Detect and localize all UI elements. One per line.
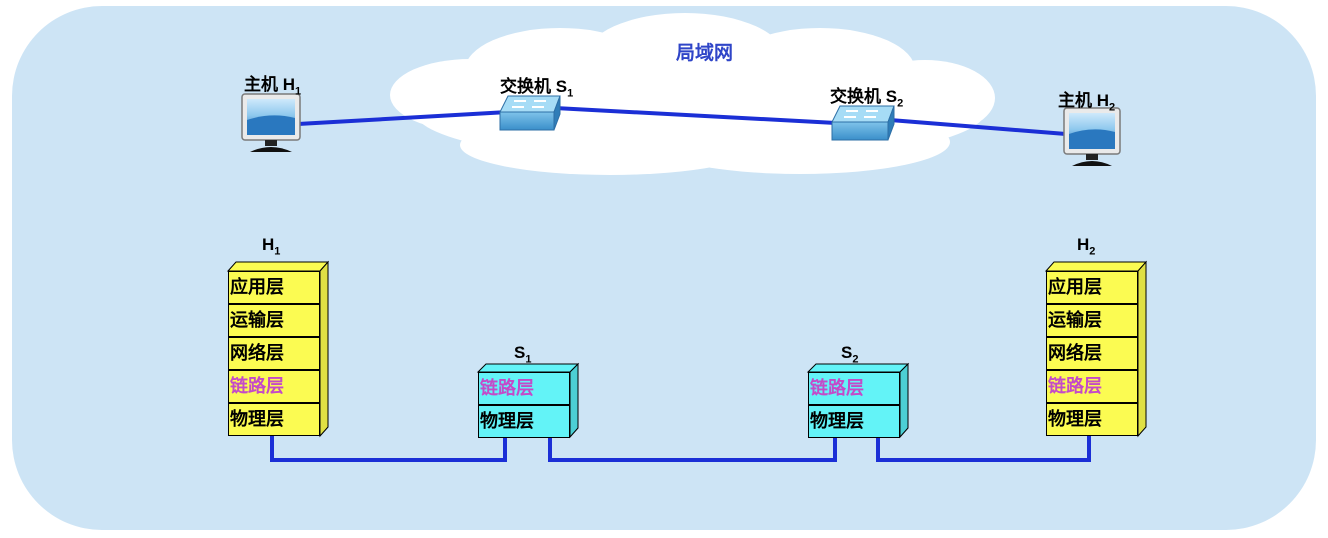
protocol-stack-h1: 应用层 运输层 网络层 链路层 物理层	[228, 271, 320, 436]
computer-h2-icon	[1063, 107, 1121, 166]
layer-link: 链路层	[808, 372, 900, 405]
stack-s2-title: S2	[841, 343, 859, 366]
stack-s1-title: S1	[514, 343, 532, 366]
layer-link: 链路层	[1046, 370, 1138, 403]
layer-network: 网络层	[228, 337, 320, 370]
switch1-label: 交换机 S1	[500, 77, 574, 100]
layer-physical: 物理层	[478, 405, 570, 438]
switch-s2-icon	[831, 105, 895, 141]
stack-h1-title: H1	[262, 235, 281, 258]
layer-application: 应用层	[1046, 271, 1138, 304]
protocol-stack-s2: 链路层 物理层	[808, 372, 900, 438]
cable-stack-s1-s2	[548, 437, 837, 462]
switch-s1-icon	[499, 95, 561, 131]
computer-h1-icon	[241, 93, 301, 152]
layer-transport: 运输层	[1046, 304, 1138, 337]
layer-link: 链路层	[228, 370, 320, 403]
host2-label: 主机 H2	[1058, 91, 1116, 114]
cable-stack-s2-h2	[876, 436, 1091, 462]
lan-title: 局域网	[676, 43, 734, 64]
cable-s2-h2	[889, 118, 1067, 136]
layer-transport: 运输层	[228, 304, 320, 337]
stack-3d-edges	[226, 260, 1148, 439]
cable-stack-h1-s1	[270, 436, 507, 462]
stack-h2-title: H2	[1077, 235, 1096, 258]
layer-physical: 物理层	[228, 403, 320, 436]
protocol-stack-s1: 链路层 物理层	[478, 372, 570, 438]
layer-physical: 物理层	[808, 405, 900, 438]
cable-h1-s1	[297, 110, 509, 126]
layer-application: 应用层	[228, 271, 320, 304]
host1-label: 主机 H1	[244, 75, 302, 98]
layer-physical: 物理层	[1046, 403, 1138, 436]
cable-s1-s2	[554, 106, 837, 125]
layer-link: 链路层	[478, 372, 570, 405]
layer-network: 网络层	[1046, 337, 1138, 370]
protocol-stack-h2: 应用层 运输层 网络层 链路层 物理层	[1046, 271, 1138, 436]
switch2-label: 交换机 S2	[830, 87, 904, 110]
